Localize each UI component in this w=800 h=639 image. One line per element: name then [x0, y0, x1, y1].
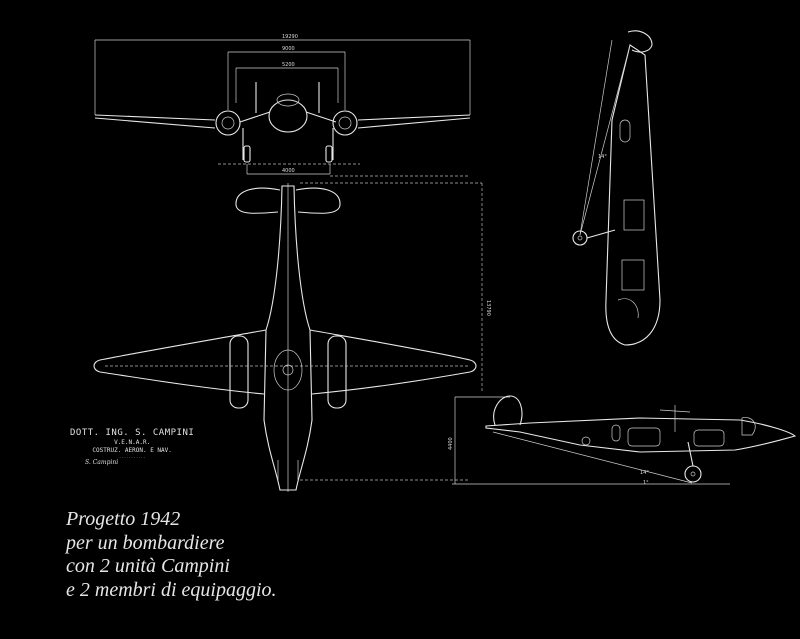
signature-note: ........... — [118, 454, 146, 460]
signature-dept: COSTRUZ. AERON. E NAV. — [92, 446, 172, 454]
dim-nacelle-span: 9000 — [282, 46, 295, 52]
plan-view: 13790 — [93, 182, 491, 492]
caption-line: Progetto 1942 — [66, 508, 181, 530]
handwritten-signature: S. Campini — [85, 459, 119, 467]
side-ground-angle-label: 1° — [643, 480, 649, 486]
upright-side-view: 14° — [572, 30, 661, 346]
signature-block: DOTT. ING. S. CAMPINI V.E.N.A.R. COSTRUZ… — [70, 428, 194, 467]
upright-angle-label: 14° — [598, 154, 607, 160]
dim-tail-span: 5200 — [282, 62, 295, 68]
side-view: 4400 14° 1° — [448, 395, 797, 486]
caption-line: per un bombardiere — [66, 531, 225, 554]
front-view: 19290 9000 5200 4000 — [94, 34, 471, 177]
caption-line: e 2 membri di equipaggio. — [66, 578, 277, 601]
dim-length: 13790 — [485, 300, 491, 316]
dim-track: 4000 — [282, 168, 295, 174]
signature-org: V.E.N.A.R. — [114, 439, 151, 447]
dim-span: 19290 — [282, 34, 298, 40]
dim-height: 4400 — [448, 437, 454, 450]
signature-name: DOTT. ING. S. CAMPINI — [70, 428, 195, 438]
side-angle-label: 14° — [640, 470, 649, 476]
caption: Progetto 1942 per un bombardiere con 2 u… — [66, 508, 277, 602]
caption-line: con 2 unità Campini — [66, 555, 230, 577]
